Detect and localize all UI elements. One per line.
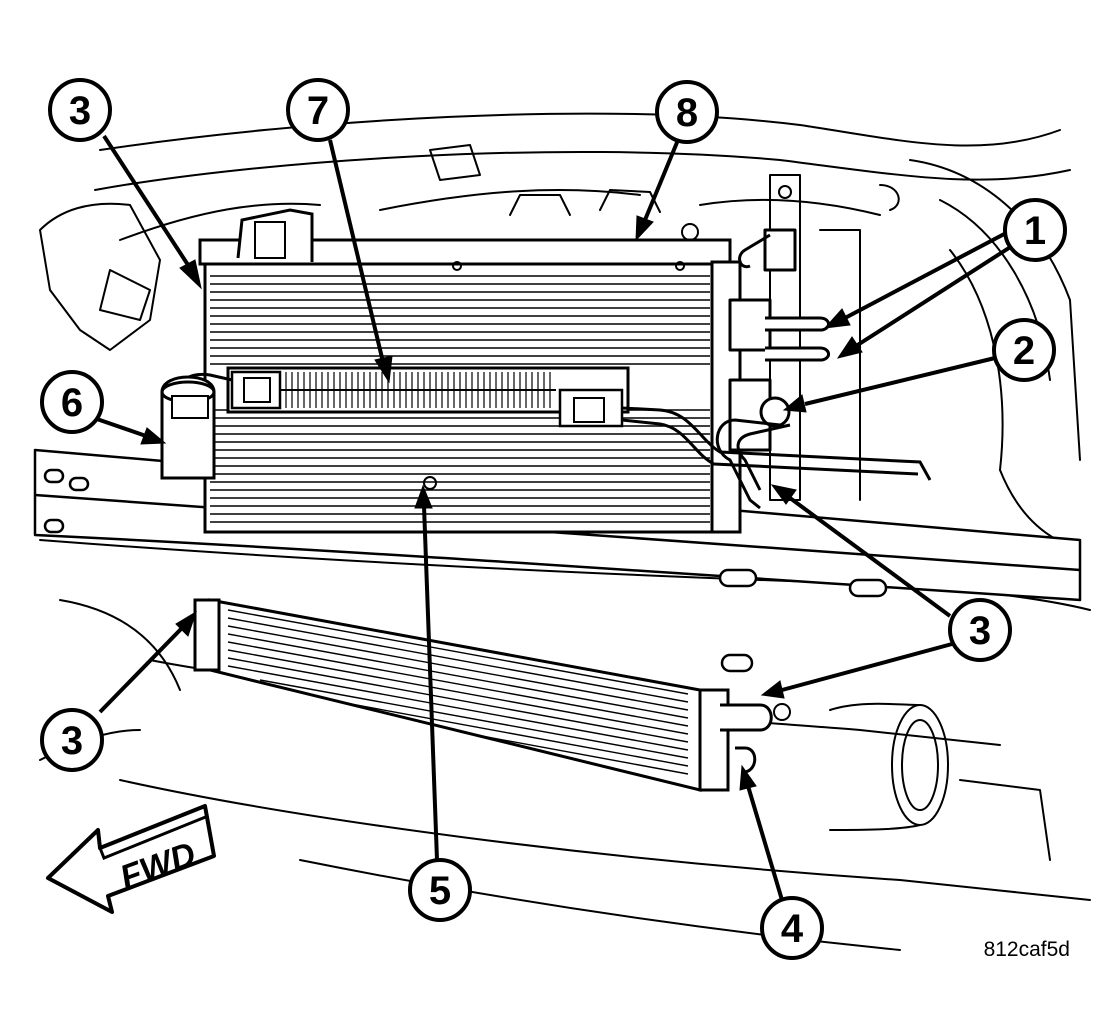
callout-5-number: 5	[429, 869, 451, 913]
leader-8	[635, 139, 680, 242]
callout-6-number: 6	[61, 381, 83, 425]
callout-3-right: 3	[948, 598, 1012, 662]
leader-lines	[93, 134, 1014, 901]
callout-3-top-left: 3	[48, 78, 112, 142]
ac-lines	[715, 228, 830, 510]
callout-3-lower-left: 3	[40, 708, 104, 772]
callout-4-number: 4	[781, 907, 804, 951]
callout-3-right-number: 3	[969, 609, 991, 653]
leader-2	[782, 356, 996, 413]
callout-2-number: 2	[1013, 329, 1035, 373]
callout-3-top-left-number: 3	[69, 89, 91, 133]
callouts: 1 2 3 3 3 4 5 6	[40, 78, 1067, 960]
leader-1	[823, 230, 1014, 359]
callout-7: 7	[286, 78, 350, 142]
callout-4: 4	[760, 896, 824, 960]
fwd-direction-arrow: FWD	[46, 804, 216, 914]
callout-6: 6	[40, 370, 104, 434]
receiver-drier	[160, 375, 216, 480]
leader-7	[328, 139, 393, 384]
leader-3-right	[760, 484, 953, 699]
callout-5: 5	[408, 858, 472, 922]
leader-6	[93, 416, 167, 445]
leader-5	[414, 484, 439, 861]
leader-4	[739, 764, 784, 901]
callout-1-number: 1	[1024, 209, 1046, 253]
figure-id: 812caf5d	[984, 938, 1070, 961]
callout-7-number: 7	[307, 89, 329, 133]
lower-cooler	[193, 598, 791, 792]
callout-1: 1	[1003, 198, 1067, 262]
leader-3-lower-left	[98, 610, 197, 714]
callout-2: 2	[992, 318, 1056, 382]
callout-3-lower-left-number: 3	[61, 719, 83, 763]
leader-3-top-left	[102, 134, 202, 290]
callout-8-number: 8	[676, 91, 698, 135]
callout-8: 8	[655, 80, 719, 144]
